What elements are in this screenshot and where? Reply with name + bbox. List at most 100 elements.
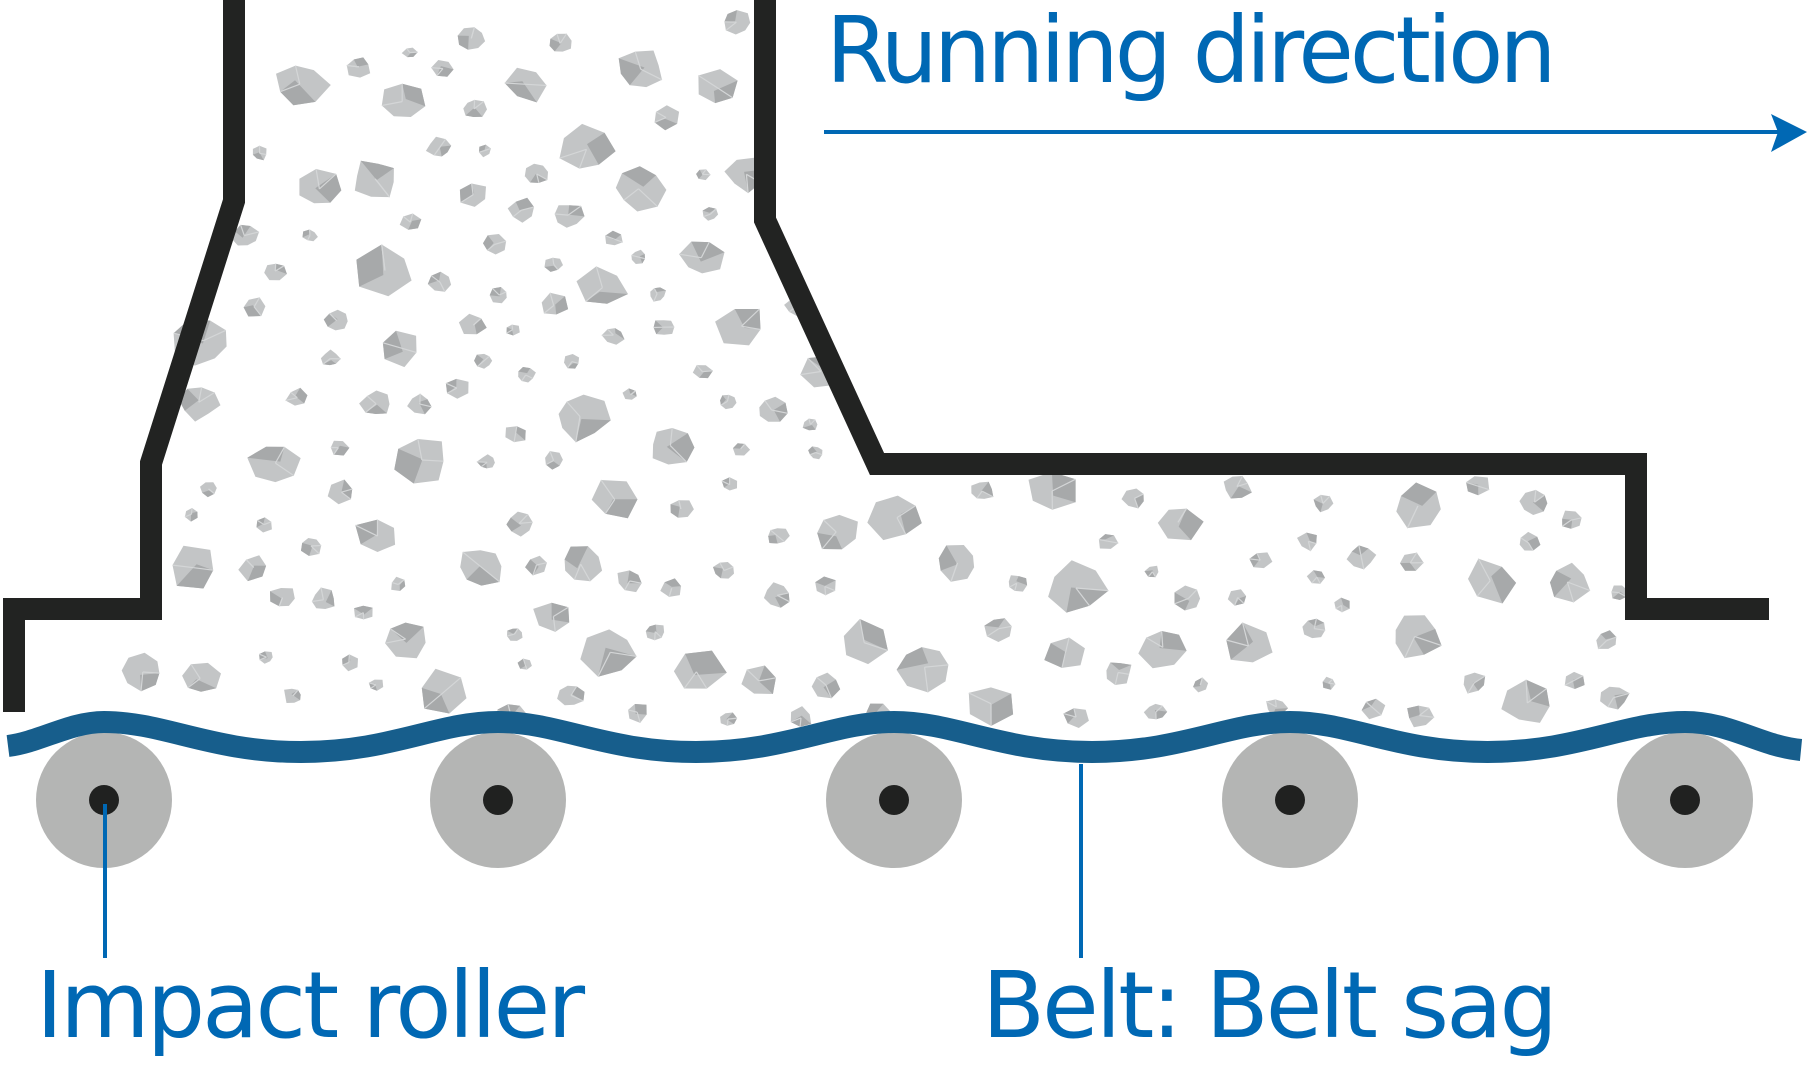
rock bbox=[1174, 585, 1201, 611]
rock bbox=[741, 665, 777, 694]
rock bbox=[1028, 472, 1076, 510]
rock bbox=[557, 685, 585, 706]
rock bbox=[1306, 570, 1325, 585]
rock bbox=[524, 163, 548, 184]
rock bbox=[713, 562, 734, 579]
rock bbox=[843, 618, 889, 665]
rock bbox=[1322, 676, 1336, 690]
rock bbox=[1346, 545, 1377, 570]
rock bbox=[354, 160, 394, 198]
rock bbox=[650, 287, 666, 302]
rock bbox=[1063, 708, 1089, 728]
rock bbox=[618, 50, 663, 88]
rock bbox=[1008, 575, 1028, 592]
rock bbox=[544, 257, 563, 272]
rock bbox=[474, 353, 493, 369]
rock bbox=[1564, 671, 1585, 689]
rock bbox=[617, 570, 642, 593]
rock bbox=[394, 438, 444, 484]
bulk-material-rocks bbox=[121, 10, 1630, 729]
rock bbox=[285, 387, 308, 406]
rock bbox=[504, 67, 547, 103]
rock bbox=[815, 576, 836, 596]
rock bbox=[1223, 475, 1252, 499]
rock bbox=[431, 60, 454, 77]
rock bbox=[238, 555, 267, 582]
rock bbox=[533, 602, 570, 632]
rock bbox=[368, 679, 384, 691]
rock bbox=[264, 263, 287, 281]
rock bbox=[506, 628, 523, 641]
rock bbox=[459, 183, 486, 207]
rock bbox=[817, 514, 858, 550]
rock bbox=[1395, 615, 1442, 659]
rock bbox=[720, 712, 738, 726]
rock bbox=[1302, 618, 1326, 639]
rock bbox=[564, 546, 603, 582]
roller-axle bbox=[879, 785, 909, 815]
rock bbox=[1501, 679, 1550, 723]
rock bbox=[346, 57, 371, 78]
rock bbox=[1550, 562, 1591, 603]
impact-roller bbox=[36, 732, 172, 868]
rock bbox=[301, 538, 322, 556]
rock bbox=[670, 500, 694, 518]
rock bbox=[559, 123, 616, 169]
rock bbox=[591, 479, 638, 519]
rock bbox=[1143, 703, 1168, 720]
rock bbox=[1396, 482, 1441, 529]
rock bbox=[354, 605, 373, 620]
rock bbox=[460, 550, 502, 586]
rock bbox=[1400, 552, 1424, 571]
rock bbox=[184, 507, 198, 522]
rock bbox=[200, 482, 217, 498]
rock bbox=[1048, 560, 1109, 613]
rock bbox=[601, 328, 625, 345]
rock bbox=[320, 349, 341, 366]
rock bbox=[790, 706, 812, 727]
rock bbox=[1600, 686, 1630, 710]
rock bbox=[724, 10, 751, 35]
impact-roller bbox=[826, 732, 962, 868]
conveyor-belt bbox=[6, 710, 1803, 764]
arrow-head-icon bbox=[1771, 114, 1807, 152]
rock bbox=[1611, 585, 1628, 600]
rock bbox=[654, 105, 680, 131]
rock bbox=[384, 622, 426, 659]
rock bbox=[323, 309, 348, 331]
rock bbox=[1138, 630, 1187, 669]
rock bbox=[506, 324, 520, 336]
rock bbox=[172, 545, 214, 589]
impact-roller bbox=[430, 732, 566, 868]
rock bbox=[407, 393, 432, 415]
rock bbox=[896, 647, 949, 693]
rock bbox=[580, 629, 637, 677]
rock bbox=[401, 47, 418, 58]
rock bbox=[457, 27, 486, 50]
rock bbox=[627, 704, 647, 724]
roller-axle bbox=[89, 785, 119, 815]
rock bbox=[391, 576, 406, 591]
rock bbox=[276, 65, 331, 106]
rock bbox=[971, 481, 994, 499]
rock bbox=[243, 297, 266, 317]
rock bbox=[1121, 488, 1144, 509]
rock bbox=[1361, 698, 1386, 720]
rock bbox=[1226, 622, 1273, 663]
rock bbox=[247, 446, 301, 483]
rock bbox=[525, 555, 548, 576]
rock bbox=[1468, 558, 1517, 604]
rock bbox=[549, 33, 572, 52]
rock bbox=[1249, 552, 1273, 569]
rock bbox=[445, 378, 469, 399]
rock bbox=[463, 99, 487, 117]
rock bbox=[645, 624, 665, 641]
rock bbox=[1561, 510, 1582, 529]
chute-left-wall bbox=[3, 0, 245, 712]
rock bbox=[311, 587, 335, 609]
rock bbox=[867, 495, 922, 541]
rock bbox=[518, 367, 536, 383]
rock bbox=[252, 145, 267, 161]
rock bbox=[1519, 489, 1548, 515]
